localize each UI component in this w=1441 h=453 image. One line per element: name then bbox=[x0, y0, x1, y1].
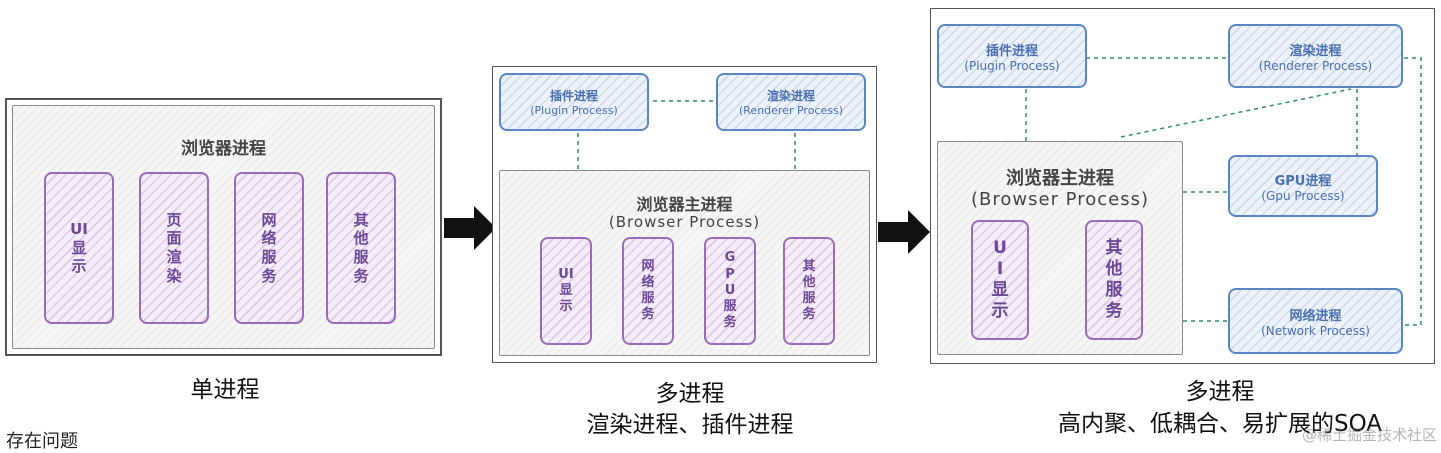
arrow-right-icon bbox=[444, 206, 496, 250]
browser-process-group: 浏览器进程 UI显示 页面渲染 网络服务 其他服务 bbox=[12, 105, 435, 349]
module-label: UI显示 bbox=[558, 266, 574, 315]
gpu-process-title: GPU进程 bbox=[1274, 173, 1332, 189]
single-process-diagram: 浏览器进程 UI显示 页面渲染 网络服务 其他服务 bbox=[5, 98, 442, 356]
module-ui-display: UI显示 bbox=[44, 172, 114, 324]
module-label: 其他服务 bbox=[353, 210, 369, 285]
caption-multi-process: 多进程 bbox=[655, 381, 725, 407]
group-subtitle: (Browser Process) bbox=[608, 213, 761, 231]
module-ui-display: UI显示 bbox=[971, 220, 1029, 340]
renderer-process-title: 渲染进程 bbox=[1289, 43, 1342, 59]
plugin-process-title: 插件进程 bbox=[549, 89, 598, 103]
module-label: 页面渲染 bbox=[166, 210, 182, 285]
watermark: @稀土掘金技术社区 bbox=[1301, 426, 1437, 444]
module-other-service: 其他服务 bbox=[783, 237, 835, 345]
renderer-process-subtitle: (Renderer Process) bbox=[738, 104, 844, 117]
module-other-service: 其他服务 bbox=[326, 172, 396, 324]
module-network-service: 网络服务 bbox=[622, 237, 674, 345]
arrow-right-icon bbox=[878, 210, 930, 254]
network-process-subtitle: (Network Process) bbox=[1261, 323, 1370, 338]
renderer-process-box: 渲染进程 (Renderer Process) bbox=[1228, 24, 1403, 88]
browser-main-process-group: 浏览器主进程 (Browser Process) UI显示 其他服务 bbox=[937, 141, 1183, 355]
soa-process-diagram: 插件进程 (Plugin Process) 渲染进程 (Renderer Pro… bbox=[930, 8, 1435, 364]
plugin-process-box: 插件进程 (Plugin Process) bbox=[499, 73, 649, 131]
group-title: 浏览器主进程 bbox=[1006, 168, 1114, 189]
module-page-render: 页面渲染 bbox=[139, 172, 209, 324]
renderer-process-subtitle: (Renderer Process) bbox=[1258, 58, 1373, 73]
caption-soa-detail: 高内聚、低耦合、易扩展的SOA bbox=[1057, 411, 1383, 437]
caption-soa: 多进程 bbox=[1185, 379, 1255, 405]
plugin-process-title: 插件进程 bbox=[985, 43, 1038, 59]
module-label: 网络服务 bbox=[261, 210, 277, 285]
module-gpu-service: GPU服务 bbox=[704, 237, 756, 345]
renderer-process-box: 渲染进程 (Renderer Process) bbox=[716, 73, 866, 131]
module-label: GPU服务 bbox=[723, 250, 737, 331]
module-label: 其他服务 bbox=[1105, 237, 1123, 322]
plugin-process-box: 插件进程 (Plugin Process) bbox=[937, 24, 1087, 88]
gpu-process-subtitle: (Gpu Process) bbox=[1261, 188, 1345, 203]
module-label: UI显示 bbox=[70, 219, 88, 276]
gpu-process-box: GPU进程 (Gpu Process) bbox=[1228, 155, 1378, 217]
module-network-service: 网络服务 bbox=[234, 172, 304, 324]
group-subtitle: (Browser Process) bbox=[971, 189, 1149, 210]
plugin-process-subtitle: (Plugin Process) bbox=[964, 58, 1060, 73]
network-process-title: 网络进程 bbox=[1289, 308, 1342, 324]
module-other-service: 其他服务 bbox=[1085, 220, 1143, 340]
module-label: UI显示 bbox=[991, 237, 1009, 322]
problem-heading: 存在问题 bbox=[6, 431, 78, 452]
group-title: 浏览器进程 bbox=[181, 139, 266, 159]
plugin-process-subtitle: (Plugin Process) bbox=[530, 104, 618, 117]
multi-process-diagram: 插件进程 (Plugin Process) 渲染进程 (Renderer Pro… bbox=[492, 66, 877, 363]
connector-lines bbox=[1025, 57, 1422, 326]
caption-single-process: 单进程 bbox=[190, 377, 260, 403]
browser-main-process-group: 浏览器主进程 (Browser Process) UI显示 网络服务 GPU服务… bbox=[499, 170, 870, 356]
group-title: 浏览器主进程 bbox=[636, 195, 733, 214]
renderer-process-title: 渲染进程 bbox=[766, 89, 815, 103]
caption-multi-process-detail: 渲染进程、插件进程 bbox=[586, 412, 794, 438]
module-label: 网络服务 bbox=[641, 258, 655, 323]
connector-lines bbox=[577, 100, 796, 170]
module-label: 其他服务 bbox=[802, 258, 816, 323]
network-process-box: 网络进程 (Network Process) bbox=[1228, 288, 1403, 354]
module-ui-display: UI显示 bbox=[540, 237, 592, 345]
